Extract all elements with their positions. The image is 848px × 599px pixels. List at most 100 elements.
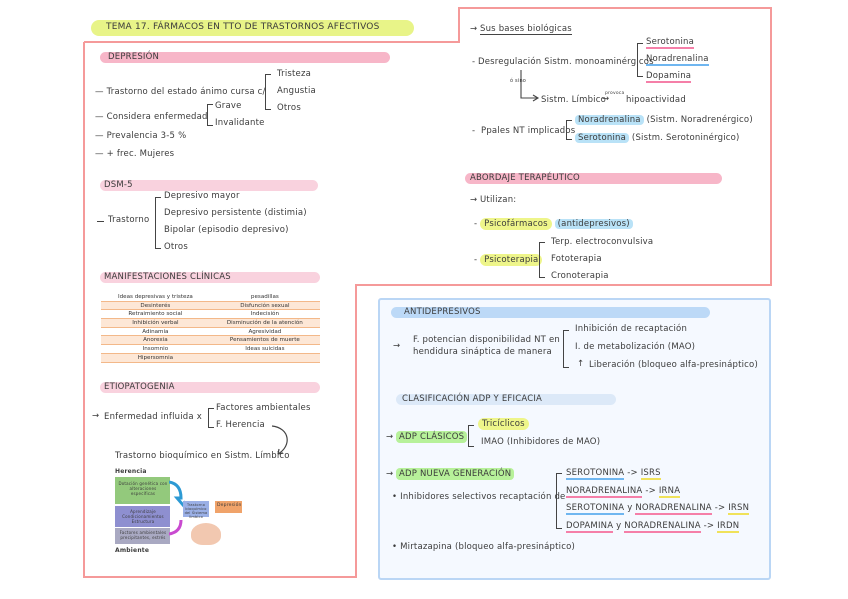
dopamina-text: Dopamina	[646, 71, 692, 83]
trastorno-item: Otros	[277, 103, 301, 113]
mech-item: Liberación (bloqueo alfa-presináptico)	[589, 360, 758, 370]
trastorno-item: Angustia	[277, 86, 316, 96]
manif-header-bar	[100, 272, 320, 283]
utilizan: Utilizan:	[480, 195, 517, 205]
cell	[209, 353, 320, 363]
up-arrow-icon: ↑	[577, 359, 585, 369]
brain-icon	[191, 523, 221, 545]
terapia-item: Fototerapia	[551, 254, 602, 264]
conj: y	[627, 503, 633, 513]
abordaje-header-bar	[465, 173, 722, 184]
dsm-label: Trastorno	[108, 215, 150, 225]
abbr: IRDN	[717, 521, 740, 533]
nt-a: DOPAMINA	[566, 521, 614, 533]
mech-item: Inhibición de recaptación	[575, 324, 688, 334]
cell: Agresividad	[209, 327, 320, 337]
desregulacion: Desregulación Sistm. monoaminérgicos	[478, 57, 654, 67]
nueva-gen: ADP NUEVA GENERACIÓN	[396, 468, 515, 480]
l-arrow-icon	[520, 70, 540, 102]
arrow-text: ->	[703, 521, 715, 531]
diagram-box4-text: Trastorno bioquímico del Sistema límbico	[184, 503, 208, 519]
cell: pesadillas	[209, 293, 320, 302]
bracket	[468, 425, 474, 447]
arrow-icon: →	[470, 195, 478, 205]
terapia-item: Cronoterapia	[551, 271, 609, 281]
diagram-box3-text: Factores ambientales precipitantes, estr…	[119, 530, 167, 540]
provoca: provoca	[605, 91, 625, 96]
arrow-icon: →	[386, 469, 394, 479]
antidep-f1: F. potencian disponibilidad NT en	[413, 335, 560, 345]
clasicos-item: IMAO (Inhibidores de MAO)	[481, 437, 601, 447]
etio-header: ETIOPATOGENIA	[104, 382, 175, 392]
diagram-box-depresion	[215, 501, 242, 513]
nt-item: Serotonina (Sistm. Serotoninérgico)	[575, 133, 740, 143]
bracket	[207, 104, 213, 126]
mujeres: — + frec. Mujeres	[95, 149, 175, 159]
page-title: TEMA 17. FÁRMACOS EN TTO DE TRASTORNOS A…	[106, 22, 380, 32]
clasicos-label: ADP CLÁSICOS	[396, 431, 468, 443]
nt-sys: (Sistm. Noradrenérgico)	[646, 115, 753, 125]
diagram-box-sistema	[183, 501, 209, 517]
depresion-header-bar	[100, 52, 390, 63]
clasif-header-bar	[396, 394, 616, 405]
arrow-icon: →	[386, 432, 394, 442]
arrow-text: ->	[714, 503, 726, 513]
cell: Indecisión	[209, 309, 320, 320]
bases-header: Sus bases biológicas	[480, 24, 572, 35]
inhib-item: SEROTONINA -> ISRS	[566, 468, 661, 480]
bracket	[208, 408, 214, 428]
antidep-f2: hendidura sináptica de manera	[413, 347, 552, 357]
diagram-box-aprendizaje	[115, 506, 170, 527]
table-row: Hipersomnia	[101, 353, 320, 363]
dash	[97, 221, 104, 222]
psicofarmacos: Psicofármacos	[480, 218, 552, 230]
mirtazapina: • Mirtazapina (bloqueo alfa-presináptico…	[392, 542, 576, 552]
clasif-header: CLASIFICACIÓN ADP Y EFICACIA	[402, 394, 543, 404]
nt-name: Serotonina	[575, 133, 630, 143]
cell: Anorexia	[101, 335, 210, 346]
arrow-icon: →	[393, 341, 401, 351]
considera-label: — Considera enfermedad	[95, 112, 208, 122]
cell: Adinamia	[101, 327, 210, 337]
nt-a: SEROTONINA	[566, 468, 625, 480]
psicoterapia-line: - Psicoterapia	[474, 254, 543, 266]
nt-name: Noradrenalina	[575, 115, 644, 125]
clasicos: ADP CLÁSICOS	[396, 431, 468, 443]
diagram-box-factores	[115, 528, 170, 544]
depresion-header: DEPRESIÓN	[108, 52, 160, 62]
antidepresivos-tag: (antidepresivos)	[554, 219, 633, 229]
cell: Insomnio	[101, 344, 210, 354]
mono-item: Serotonina	[646, 37, 695, 49]
clasicos-item: Tricíclicos	[478, 418, 529, 430]
etio-item: Factores ambientales	[216, 403, 311, 413]
cell: Ideas depresivas y tristeza	[101, 293, 210, 302]
arrow-text: ->	[645, 486, 656, 496]
nt-a: NORADRENALINA	[566, 486, 643, 498]
trastorno-label: — Trastorno del estado ánimo cursa c/	[95, 87, 266, 97]
diagram-arrows	[169, 480, 185, 536]
dsm-header-bar	[100, 180, 318, 191]
bracket	[539, 242, 545, 278]
diagram-ambiente: Ambiente	[115, 547, 150, 554]
dash: -	[472, 126, 476, 136]
abbr: ISRS	[640, 468, 661, 480]
prevalencia: — Prevalencia 3-5 %	[95, 131, 187, 141]
limbico: Sistm. Límbico	[541, 95, 607, 105]
conj: y	[616, 521, 622, 531]
considera-item: Invalidante	[215, 118, 265, 128]
dsm-item: Depresivo mayor	[164, 191, 240, 201]
bracket	[265, 74, 271, 110]
cell: Pensamientos de muerte	[209, 335, 320, 346]
cell: Retraimiento social	[101, 309, 210, 320]
inhib-item: NORADRENALINA -> IRNA	[566, 486, 681, 498]
nueva-label: ADP NUEVA GENERACIÓN	[396, 468, 515, 480]
mirtazapina-text: Mirtazapina (bloqueo alfa-presináptico)	[400, 542, 576, 552]
antidep-header: ANTIDEPRESIVOS	[404, 307, 481, 317]
